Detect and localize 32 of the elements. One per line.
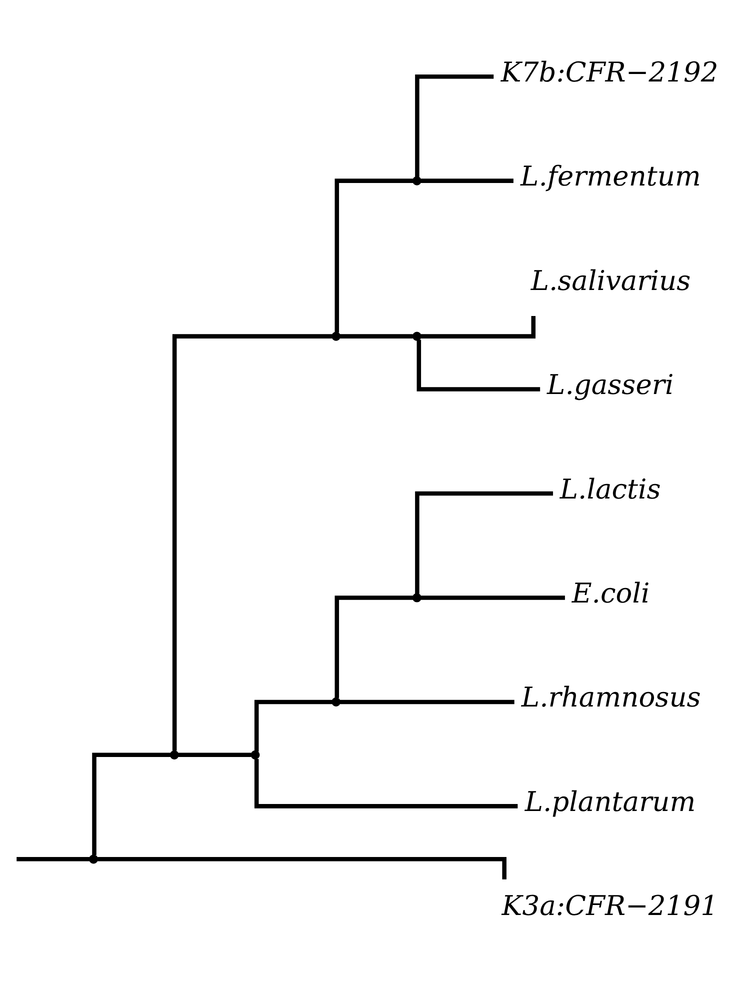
connector [178,752,252,757]
node-text: E.coli [572,578,650,610]
node-text: L.salivarius [530,265,691,296]
connector [92,752,170,855]
node-point [170,750,179,759]
node-text: L.fermentum [520,161,701,192]
node-point [412,176,422,185]
node-text: K3a:CFR−2191 [502,890,718,922]
node-point [332,696,341,706]
node-point [250,750,260,759]
node-point [412,592,422,602]
connector [340,699,514,704]
connector [334,595,414,698]
connector [254,758,518,808]
connector [16,856,90,861]
node-text: L.rhamnosus [521,682,701,714]
connector [415,74,494,176]
node-text: L.gasseri [547,370,674,401]
node-point [332,331,341,340]
connector [416,339,540,391]
connector [334,178,414,332]
connector [421,178,514,182]
node-point [88,854,98,864]
node-point [412,331,422,340]
node-text: L.lactis [560,474,661,505]
connector [340,334,413,338]
connector [415,490,554,594]
connector [254,699,332,751]
node-text: K7b:CFR−2192 [500,56,718,88]
connector [172,334,332,750]
connector [421,595,565,600]
node-text: L.plantarum [524,786,696,818]
